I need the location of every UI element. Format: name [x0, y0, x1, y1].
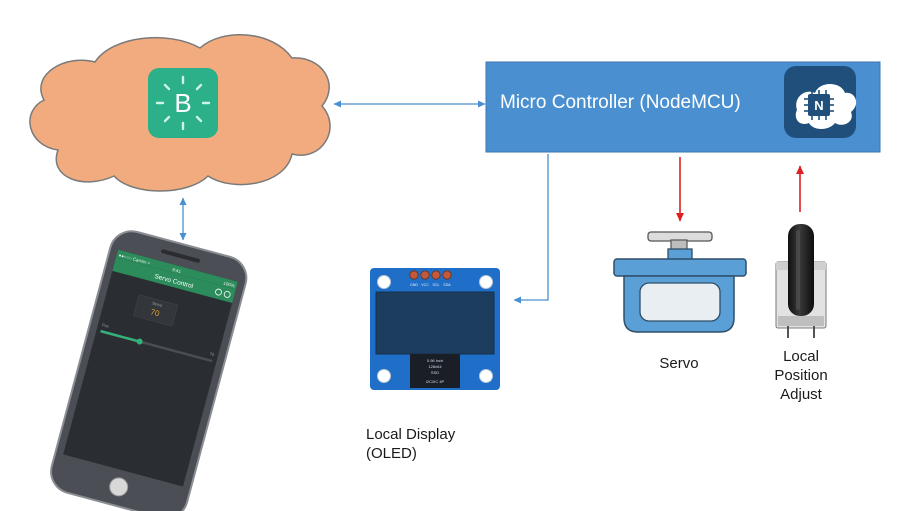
pot-caption-line2: Position	[774, 367, 828, 384]
phone-value-widget	[133, 294, 179, 327]
connectors	[179, 100, 549, 304]
oled-screen-text: SSD	[431, 370, 439, 375]
pot-bottom	[778, 316, 824, 326]
pot-knob-highlight	[796, 230, 800, 310]
servo-flange	[613, 258, 747, 277]
oled-screen	[375, 291, 495, 355]
mcu-label: Micro Controller (NodeMCU)	[500, 92, 741, 113]
oled-screen-text: 128x64	[428, 364, 442, 369]
oled-caption-line2: (OLED)	[366, 445, 417, 462]
phone-slider-fill	[100, 330, 140, 343]
phone-settings-icon	[223, 291, 231, 298]
oled-mount-hole	[479, 275, 493, 289]
phone-app-header	[112, 257, 236, 303]
oled-mount-hole	[377, 369, 391, 383]
slide-potentiometer-icon	[775, 224, 827, 338]
pot-caption: Local Position Adjust	[756, 347, 846, 404]
oled-screen-text: 0.96 inch	[427, 358, 443, 363]
cloud: B	[29, 33, 331, 192]
blynk-glow-rays	[155, 75, 211, 131]
oled-ribbon	[410, 354, 460, 388]
oled-mount-hole	[479, 369, 493, 383]
phone-speaker	[161, 249, 200, 263]
phone-status-right: 100%	[223, 281, 235, 289]
micro-controller-node: N	[485, 61, 881, 153]
phone-status-time: 9:41	[172, 267, 182, 274]
mcu-to-oled-arrow	[513, 154, 549, 304]
oled-caption: Local Display (OLED)	[366, 425, 506, 463]
servo-window	[639, 282, 721, 322]
oled-pin-label: SDA	[443, 283, 451, 287]
pot-caption-line3: Adjust	[780, 386, 822, 403]
smartphone-icon: ●●○○○ Carrier ≈ 9:41 100% Servo Control …	[50, 230, 248, 511]
phone-slider-label: Pos	[101, 322, 109, 329]
oled-header-pins	[409, 270, 452, 280]
servo-icon	[613, 231, 747, 333]
oled-pin-label: VCC	[421, 283, 429, 287]
oled-pin-label: GND	[410, 283, 418, 287]
oled-display-icon: GND VCC SCL SDA 0.96 inch 128x64 SSD I2C…	[370, 268, 500, 390]
oled-caption-line1: Local Display	[366, 426, 456, 443]
phone-value: 70	[149, 307, 160, 318]
nodemcu-cloud-icon: N	[784, 66, 857, 138]
phone-slider-knob	[136, 338, 143, 345]
phone-screen	[63, 249, 238, 487]
pot-knob	[788, 224, 814, 316]
phone-slider-value: 70	[209, 351, 215, 357]
oled-mount-hole	[377, 275, 391, 289]
phone-value-label: Servo	[152, 300, 164, 308]
pot-caption-line1: Local	[783, 348, 819, 365]
oled-pin-label: SCL	[433, 283, 440, 287]
signal-arrows	[676, 157, 804, 222]
blynk-app-icon: B	[148, 68, 218, 138]
servo-caption: Servo	[659, 355, 699, 372]
nodemcu-letter: N	[814, 98, 823, 113]
phone-home-button	[109, 477, 129, 497]
oled-screen-text: I2C/IIC 4P	[426, 379, 445, 384]
phone-status-bar	[115, 249, 238, 290]
blynk-letter: B	[174, 88, 191, 118]
phone-play-icon	[215, 288, 222, 296]
